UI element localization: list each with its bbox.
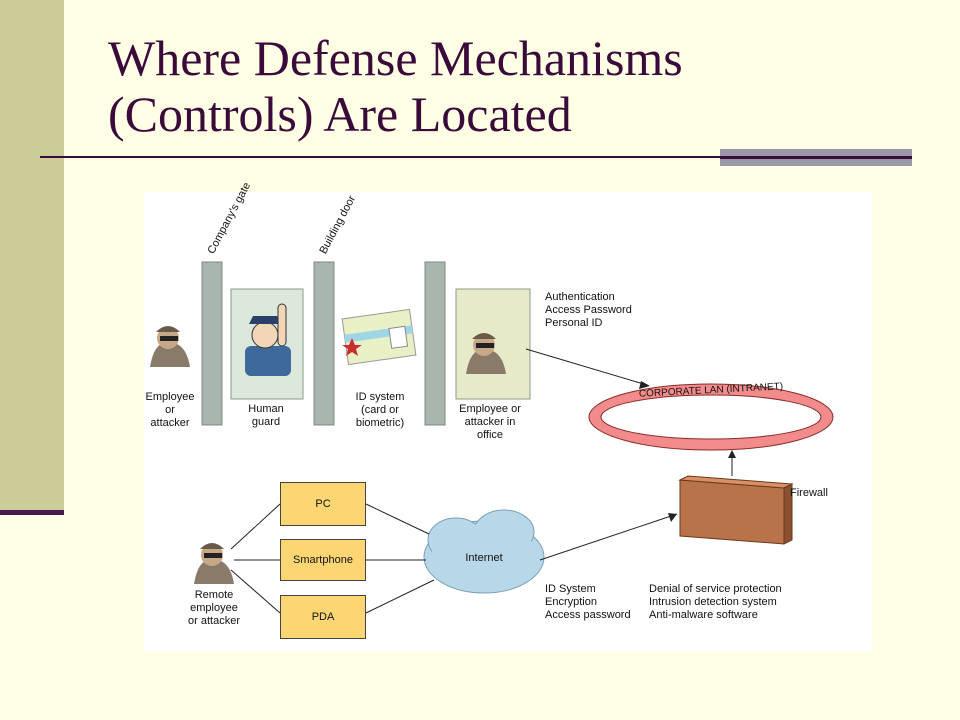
slide-title: Where Defense Mechanisms (Controls) Are … [108, 30, 683, 142]
device-smartphone-box: Smartphone [280, 539, 366, 581]
human-guard-icon [245, 303, 291, 376]
internet-cloud-icon [423, 509, 545, 594]
device-pc-box: PC [280, 482, 366, 526]
corporate-lan-ring [588, 383, 834, 451]
arrowheads [639, 381, 736, 522]
defense-diagram: Company's gate Building door Employee or… [144, 180, 872, 652]
diagram-graphics [150, 261, 834, 614]
internet-controls-label: ID System Encryption Access password [545, 583, 631, 621]
title-underline [40, 156, 912, 158]
authentication-label: Authentication Access Password Personal … [545, 291, 632, 329]
employee-attacker-icon [150, 326, 190, 367]
title-accent-rule [720, 157, 912, 159]
employee-label: Employee or attacker [145, 391, 195, 429]
office-label: Employee or attacker in office [459, 403, 521, 441]
id-card-icon [341, 308, 417, 366]
internet-label: Internet [465, 552, 503, 564]
guard-label: Human guard [248, 403, 284, 428]
firewall-controls-label: Denial of service protection Intrusion d… [649, 583, 782, 621]
left-accent-bar-base [0, 510, 64, 515]
company-gate-post [201, 261, 223, 426]
left-accent-bar [0, 0, 64, 511]
office-attacker-icon [466, 333, 506, 374]
connector-lines [230, 348, 733, 614]
building-door-post [313, 261, 335, 426]
office-post [424, 261, 446, 426]
remote-attacker-icon [194, 543, 234, 584]
firewall-icon [678, 475, 794, 545]
device-pda-box: PDA [280, 595, 366, 639]
firewall-label: Firewall [790, 487, 828, 499]
id-system-label: ID system (card or biometric) [355, 391, 405, 429]
remote-attacker-label: Remote employee or attacker [188, 589, 240, 627]
